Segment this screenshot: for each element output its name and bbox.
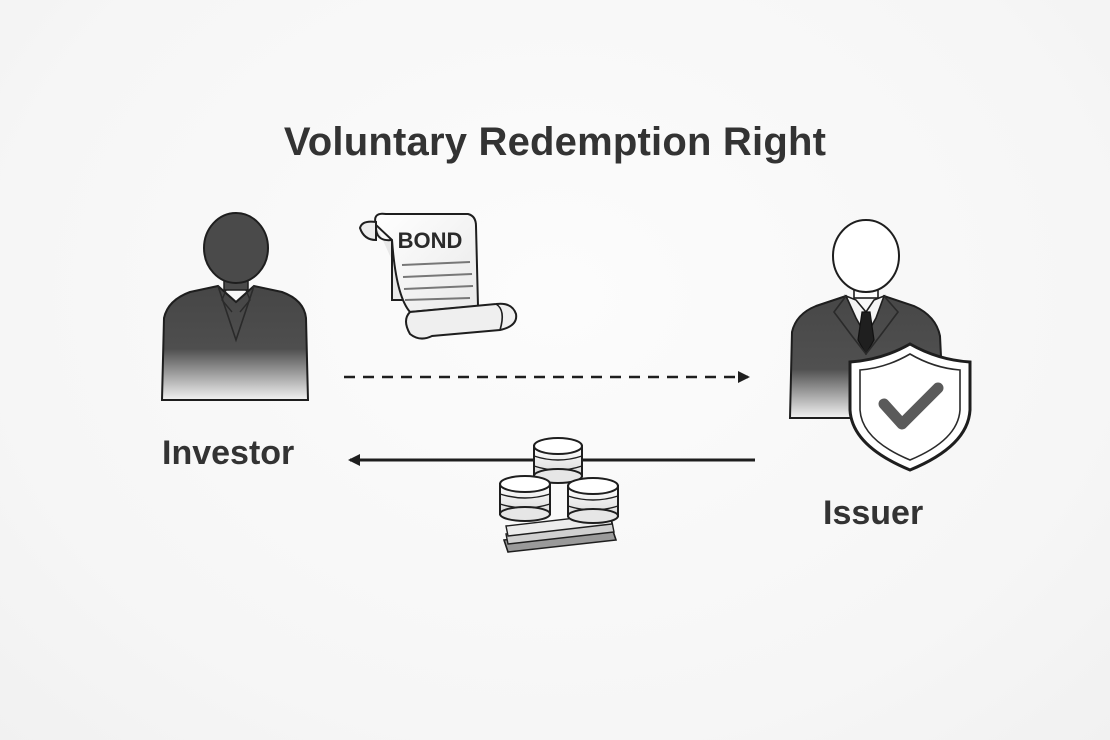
shield-check-icon (848, 342, 972, 472)
coin-stack-icon (499, 437, 619, 553)
bond-scroll-icon: BOND (358, 212, 518, 340)
investor-person-icon (160, 212, 310, 401)
diagram-title: Voluntary Redemption Right (283, 120, 827, 164)
bond-label: BOND (398, 228, 463, 253)
investor-label: Investor (162, 434, 295, 472)
issuer-label: Issuer (823, 494, 924, 532)
